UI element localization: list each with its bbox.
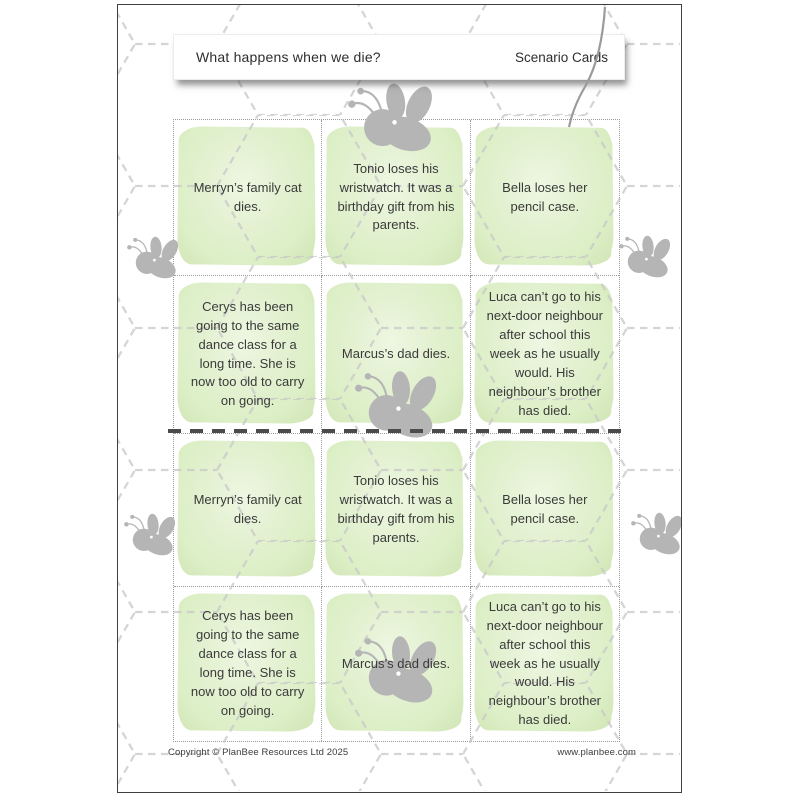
scenario-card: Bella loses her pencil case. [470,120,619,276]
scenario-card: Luca can’t go to his next-door neighbour… [471,587,619,741]
scenario-text: Luca can’t go to his next-door neighbour… [486,289,603,418]
scenario-card: Tonio loses his wristwatch. It was a bir… [322,434,471,587]
scenario-text: Luca can’t go to his next-door neighbour… [486,598,603,728]
scenario-card: Marcus’s dad dies. [322,587,471,741]
scenario-text: Merryn’s family cat dies. [193,492,302,526]
scenario-text: Cerys has been going to the same dance c… [190,298,305,409]
scenario-text: Bella loses her pencil case. [502,492,588,526]
scenario-text: Marcus’s dad dies. [341,346,451,362]
scenario-card: Merryn’s family cat dies. [174,120,323,276]
bee-icon [628,510,682,559]
copyright-text: Copyright © PlanBee Resources Ltd 2025 [168,747,349,758]
scenario-card: Cerys has been going to the same dance c… [174,587,323,741]
scenario-text: Merryn’s family cat dies. [193,179,302,214]
scenario-text: Bella loses her pencil case. [502,179,588,214]
bee-icon [616,233,680,282]
header-bar: What happens when we die? Scenario Cards [173,34,625,80]
worksheet-page: What happens when we die? Scenario Cards… [117,4,682,793]
scenario-card: Luca can’t go to his next-door neighbour… [470,276,619,434]
scenario-card: Bella loses her pencil case. [470,434,619,587]
scenario-text: Cerys has been going to the same dance c… [190,608,305,718]
footer: Copyright © PlanBee Resources Ltd 2025 w… [168,747,636,758]
scenario-text: Tonio loses his wristwatch. It was a bir… [337,473,455,545]
website-text: www.planbee.com [557,747,636,758]
cut-line-divider [168,429,625,433]
bee-icon [341,75,452,163]
bee-icon [121,511,185,560]
scenario-card: Merryn’s family cat dies. [174,434,323,587]
scenario-text: Tonio loses his wristwatch. It was a bir… [337,160,455,233]
scenario-card: Cerys has been going to the same dance c… [174,276,323,434]
bee-icon [124,234,188,283]
bee-icon [350,367,452,445]
page-title: What happens when we die? [196,49,381,65]
page-subtitle: Scenario Cards [514,49,608,65]
scenario-text: Marcus’s dad dies. [341,655,451,671]
